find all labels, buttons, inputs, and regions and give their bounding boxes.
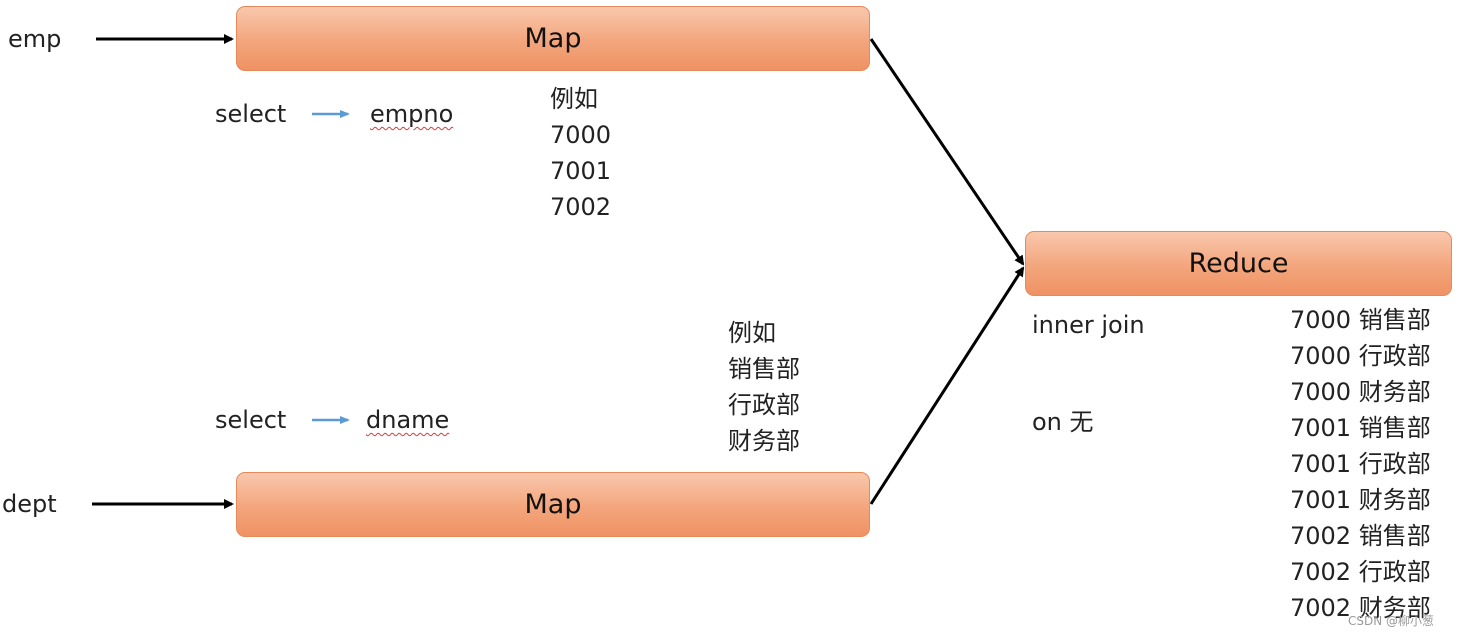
map-top-box: Map	[236, 6, 870, 71]
reduce-result-row: 7000 销售部	[1290, 306, 1431, 334]
map-bottom-to-reduce-arrow	[869, 266, 1025, 505]
reduce-box: Reduce	[1025, 231, 1452, 296]
map-bottom-select-label: select	[215, 406, 287, 434]
reduce-result-row: 7000 行政部	[1290, 342, 1431, 370]
map-top-field: empno	[370, 100, 454, 128]
map-top-example-value: 7002	[550, 193, 612, 221]
map-top-example-value: 7000	[550, 121, 612, 149]
map-top-select-label: select	[215, 100, 287, 128]
map-bottom-example-value: 行政部	[728, 391, 800, 419]
map-bottom-field: dname	[366, 406, 450, 434]
map-bottom-example: 例如 销售部 行政部 财务部	[728, 315, 800, 459]
reduce-label: Reduce	[1188, 248, 1289, 279]
map-top-to-reduce-arrow	[869, 38, 1025, 266]
map-top-example: 例如 7000 7001 7002	[550, 81, 611, 225]
map-bottom-box: Map	[236, 472, 870, 537]
map-top-example-title: 例如	[550, 85, 598, 113]
reduce-result-row: 7002 财务部	[1290, 594, 1431, 622]
map-top-example-value: 7001	[550, 157, 612, 185]
reduce-result-row: 7001 销售部	[1290, 414, 1431, 442]
reduce-join-label: inner join	[1032, 311, 1145, 339]
input-emp-label: emp	[8, 25, 62, 53]
map-bottom-example-title: 例如	[728, 319, 776, 347]
reduce-on-label: on 无	[1032, 408, 1094, 436]
reduce-result-row: 7001 财务部	[1290, 486, 1431, 514]
input-dept-label: dept	[2, 490, 57, 518]
watermark: CSDN @柳小葱	[1348, 614, 1435, 628]
reduce-result-row: 7001 行政部	[1290, 450, 1431, 478]
reduce-results: 7000 销售部 7000 行政部 7000 财务部 7001 销售部 7001…	[1290, 302, 1431, 626]
map-top-label: Map	[524, 23, 582, 54]
reduce-result-row: 7002 销售部	[1290, 522, 1431, 550]
map-bottom-example-value: 销售部	[728, 355, 800, 383]
reduce-result-row: 7000 财务部	[1290, 378, 1431, 406]
reduce-result-row: 7002 行政部	[1290, 558, 1431, 586]
map-bottom-label: Map	[524, 489, 582, 520]
map-bottom-example-value: 财务部	[728, 427, 800, 455]
